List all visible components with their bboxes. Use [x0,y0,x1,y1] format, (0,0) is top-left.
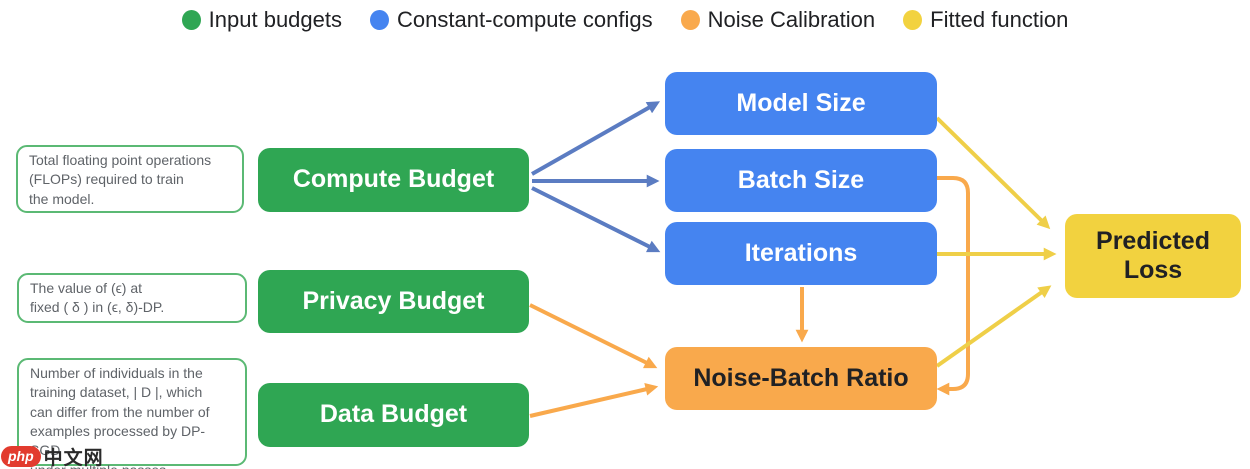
annotation-compute-budget: Total floating point operations (FLOPs) … [16,145,244,213]
arrow-privacy-to-noise-batch [529,303,658,369]
node-iterations: Iterations [665,222,937,285]
node-privacy-budget: Privacy Budget [258,270,529,333]
legend-dot-blue [370,10,390,30]
legend-item-fitted-function: Fitted function [903,7,1068,33]
node-noise-batch-ratio: Noise-Batch Ratio [665,347,937,410]
legend-item-input-budgets: Input budgets [181,7,343,33]
legend-dot-orange [680,10,700,30]
node-compute-budget: Compute Budget [258,148,529,212]
node-predicted-loss: Predicted Loss [1065,214,1241,298]
legend-label: Fitted function [930,7,1069,32]
arrow-noise-batch-to-predicted-loss [935,285,1052,368]
annotation-privacy-budget: The value of (ϵ) at fixed ( δ ) in (ϵ, δ… [17,273,247,323]
legend: Input budgets Constant-compute configs N… [0,6,1250,34]
legend-dot-yellow [903,10,923,30]
arrow-data-to-noise-batch [529,383,659,418]
arrow-batch-size-to-noise-batch [936,176,970,396]
legend-dot-green [181,10,201,30]
node-model-size: Model Size [665,72,937,135]
watermark: php 中文网 [1,443,104,469]
annotation-data-budget: Number of individuals in the training da… [17,358,247,469]
arrow-compute-to-iterations [531,186,661,253]
node-data-budget: Data Budget [258,383,529,447]
legend-label: Input budgets [208,7,343,32]
arrow-compute-to-model-size [531,101,661,176]
arrow-model-size-to-predicted-loss [935,116,1051,230]
legend-label: Constant-compute configs [397,7,653,32]
watermark-cn-text: 中文网 [43,448,104,469]
legend-item-constant-compute-configs: Constant-compute configs [370,7,653,33]
legend-item-noise-calibration: Noise Calibration [680,7,876,33]
legend-label: Noise Calibration [707,7,876,32]
watermark-php-logo: php [1,446,41,467]
node-batch-size: Batch Size [665,149,937,212]
